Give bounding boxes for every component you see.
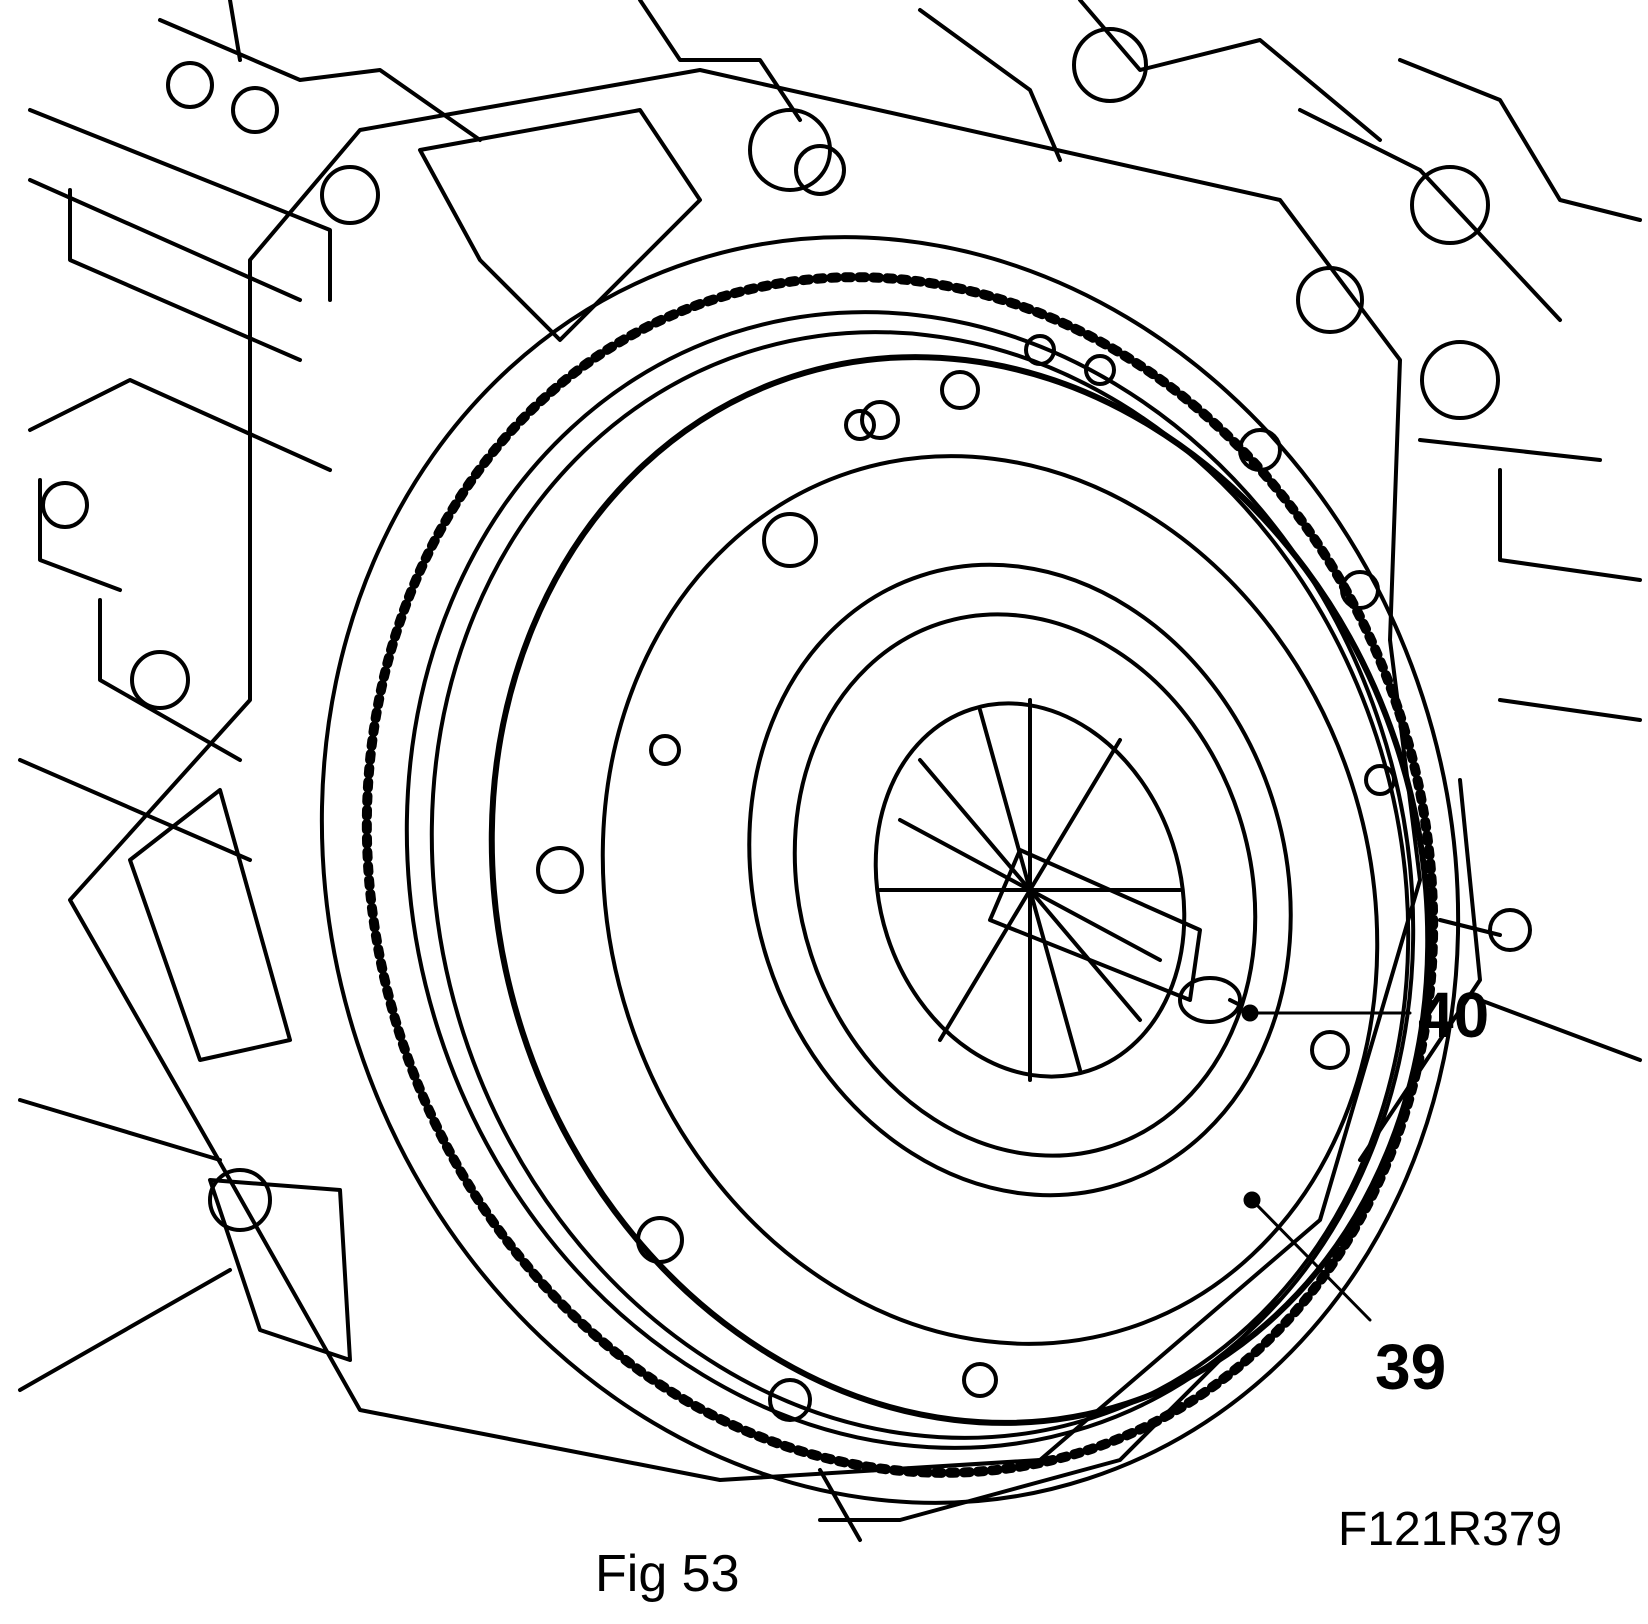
pressure-plate-cover (488, 334, 1432, 1426)
callout-40-label: 40 (1418, 979, 1490, 1051)
engine-block-outline (18, 0, 1642, 1542)
mounting-bolts (41, 27, 1532, 1232)
figure-code: F121R379 (1338, 1503, 1563, 1556)
callout-leaders (1241, 1004, 1412, 1322)
diaphragm-spring (747, 562, 1293, 1198)
figure-caption: Fig 53 (595, 1545, 740, 1603)
centering-tool (988, 848, 1242, 1024)
flywheel-ring-gear (319, 235, 1461, 1505)
adapter-plate (68, 68, 1422, 1482)
callout-39-label: 39 (1375, 1331, 1447, 1403)
